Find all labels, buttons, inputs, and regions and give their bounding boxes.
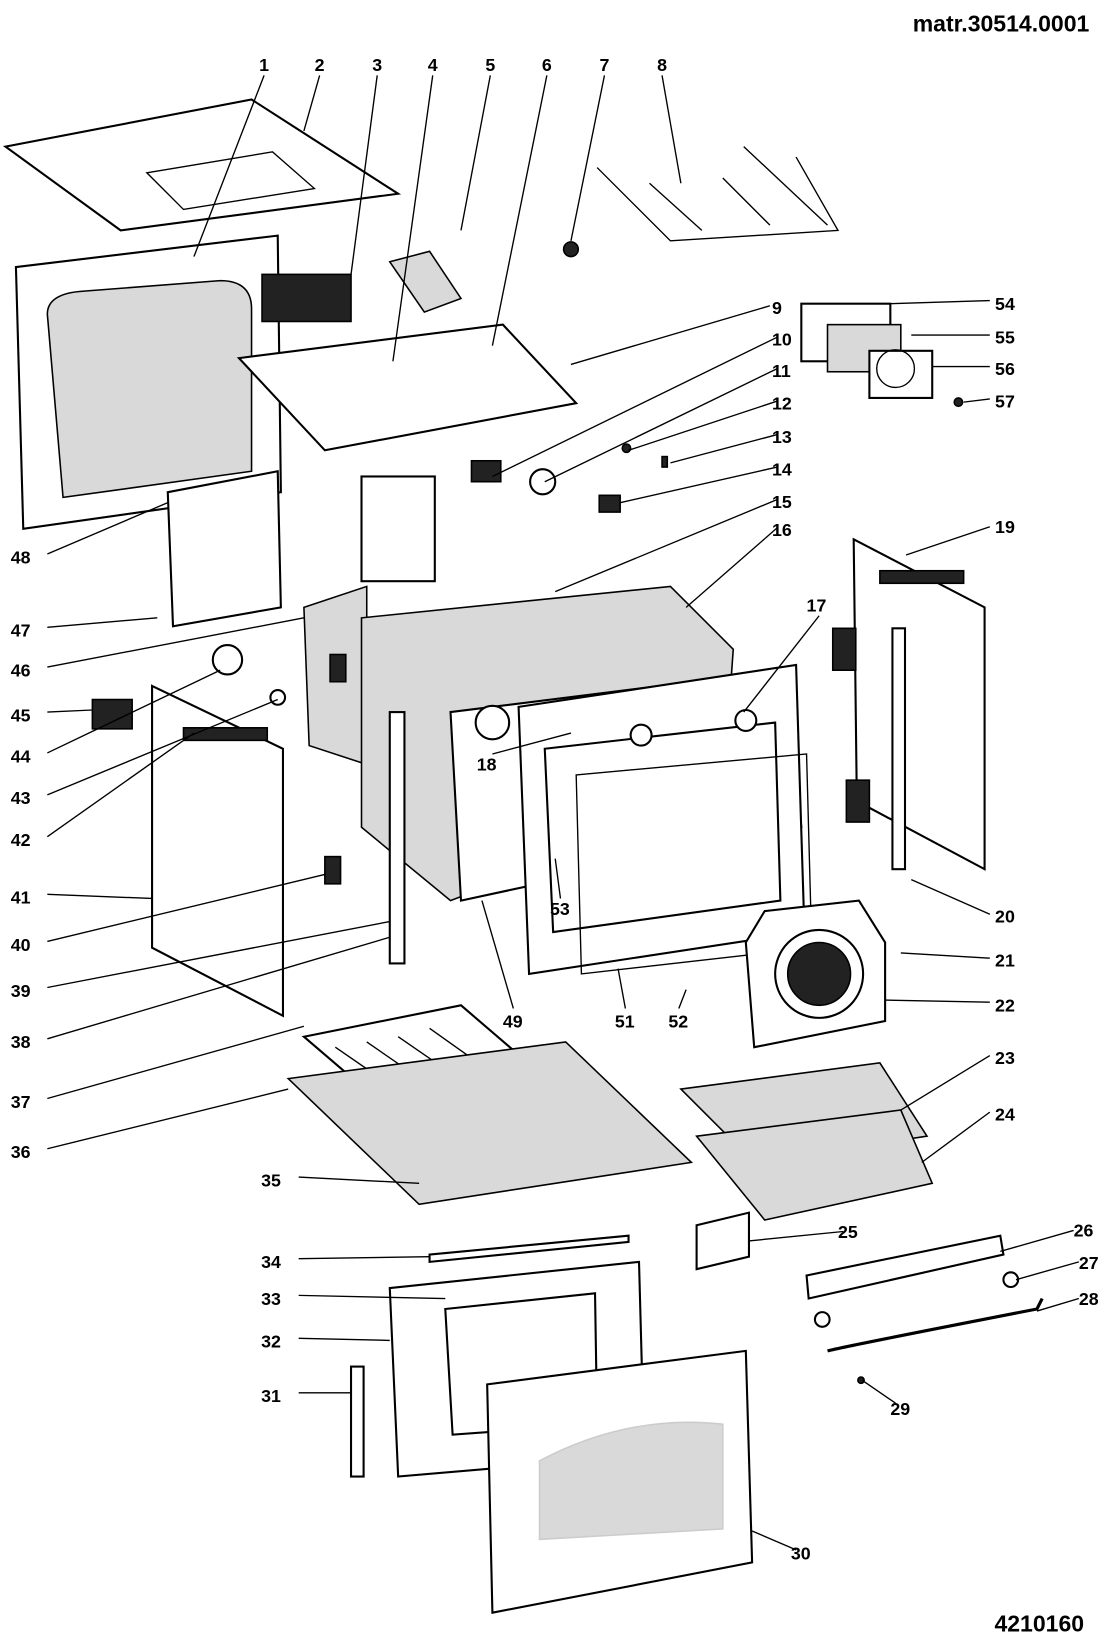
- callout-29: 29: [890, 1399, 910, 1419]
- callout-5: 5: [485, 55, 495, 75]
- callout-18: 18: [477, 755, 497, 775]
- leader-lines: [46, 75, 1080, 1551]
- callout-24: 24: [995, 1104, 1015, 1124]
- thermostat-part-7: [562, 241, 580, 258]
- callout-48: 48: [11, 547, 31, 567]
- callout-30: 30: [791, 1543, 811, 1563]
- callout-21: 21: [995, 951, 1015, 971]
- left-side-panel-part-41: [151, 684, 285, 1018]
- outer-door-glass-part-30: [486, 1349, 754, 1614]
- callout-14: 14: [772, 459, 792, 479]
- callout-42: 42: [11, 830, 31, 850]
- callout-19: 19: [995, 517, 1015, 537]
- side-panel-part-46: [166, 469, 436, 628]
- callout-41: 41: [11, 888, 31, 908]
- front-frame-part-17: [517, 663, 806, 976]
- callout-45: 45: [11, 706, 31, 726]
- callout-11: 11: [772, 361, 791, 381]
- callout-25: 25: [838, 1222, 858, 1242]
- callout-36: 36: [11, 1142, 31, 1162]
- rear-panel-part-1: [14, 234, 282, 531]
- callout-4: 4: [428, 55, 438, 75]
- hinge-part-25: [695, 1211, 751, 1271]
- callout-49: 49: [503, 1011, 523, 1031]
- callout-33: 33: [261, 1289, 281, 1309]
- callout-10: 10: [772, 330, 792, 350]
- callout-13: 13: [772, 427, 792, 447]
- right-side-panel-part-19: [852, 537, 986, 871]
- callout-7: 7: [600, 55, 610, 75]
- callout-labels: 1 2 3 4 5 6 7 8 9 10 11 12 13 14 15 16 1…: [11, 55, 1099, 1563]
- drawing-number: 4210160: [994, 1611, 1084, 1637]
- callout-55: 55: [995, 327, 1015, 347]
- callout-52: 52: [668, 1011, 688, 1031]
- callout-40: 40: [11, 935, 31, 955]
- callout-51: 51: [615, 1011, 635, 1031]
- callout-31: 31: [261, 1386, 281, 1406]
- callout-27: 27: [1079, 1253, 1099, 1273]
- fan-cover-part-22: [744, 899, 887, 1049]
- top-cover-part-2: [2, 98, 402, 232]
- door-hinge-part-31: [349, 1365, 365, 1478]
- small-parts-45-44-43: [91, 627, 871, 885]
- callout-9: 9: [772, 298, 782, 318]
- callout-3: 3: [372, 55, 382, 75]
- callout-54: 54: [995, 294, 1015, 314]
- callout-32: 32: [261, 1332, 281, 1352]
- callout-35: 35: [261, 1170, 281, 1190]
- terminal-block-part-3: [261, 273, 352, 323]
- callout-23: 23: [995, 1048, 1015, 1068]
- switch-box-part-4: [388, 250, 463, 314]
- material-code: matr.30514.0001: [913, 10, 1090, 36]
- callout-43: 43: [11, 788, 31, 808]
- callout-53: 53: [550, 899, 570, 919]
- callout-2: 2: [315, 55, 325, 75]
- grill-element-part-8: [596, 146, 840, 242]
- small-components-parts-10-14: [470, 397, 964, 513]
- callout-1: 1: [259, 55, 269, 75]
- top-plate-part-6: [236, 323, 579, 452]
- callout-38: 38: [11, 1032, 31, 1052]
- callout-8: 8: [657, 55, 667, 75]
- callout-34: 34: [261, 1252, 281, 1272]
- callout-46: 46: [11, 660, 31, 680]
- callout-6: 6: [542, 55, 552, 75]
- callout-12: 12: [772, 393, 792, 413]
- grill-grid-part-24: [695, 1109, 934, 1221]
- baking-tray-part-36: [286, 1041, 694, 1206]
- callout-57: 57: [995, 391, 1015, 411]
- callout-39: 39: [11, 981, 31, 1001]
- callout-22: 22: [995, 996, 1015, 1016]
- rail-part-38: [388, 711, 406, 965]
- callout-20: 20: [995, 907, 1015, 927]
- callout-26: 26: [1074, 1221, 1094, 1241]
- callout-17: 17: [807, 596, 827, 616]
- door-strip-part-34: [428, 1234, 630, 1264]
- callout-37: 37: [11, 1092, 31, 1112]
- callout-47: 47: [11, 621, 31, 641]
- handle-bracket-part-26: [805, 1234, 1005, 1300]
- callout-44: 44: [11, 746, 31, 766]
- fan-motor-assembly-parts-54-56: [800, 302, 934, 399]
- callout-15: 15: [772, 492, 792, 512]
- callout-56: 56: [995, 359, 1015, 379]
- callout-28: 28: [1079, 1289, 1099, 1309]
- callout-16: 16: [772, 520, 792, 540]
